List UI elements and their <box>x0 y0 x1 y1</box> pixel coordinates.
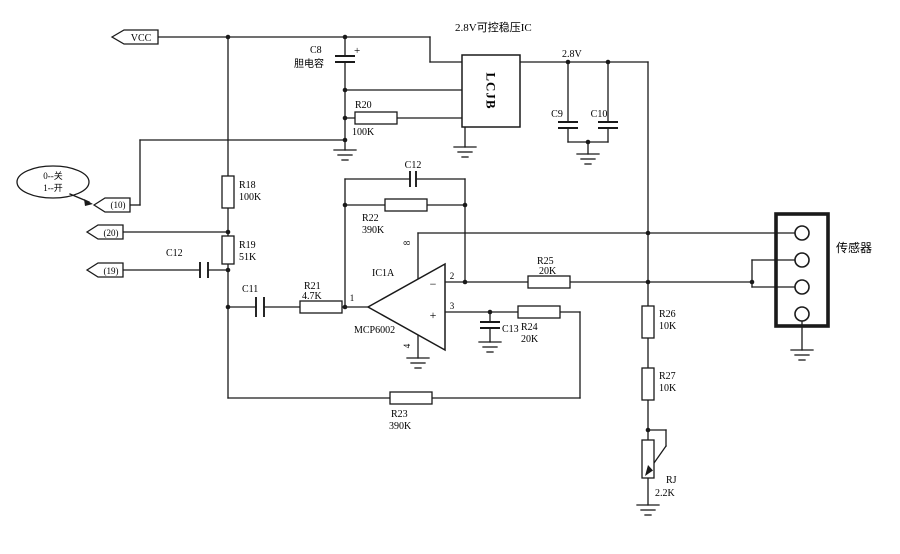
opamp-triangle <box>366 262 446 352</box>
r21-ref-label: R21 <box>304 281 321 292</box>
r26-ref-label: R26 <box>659 309 676 320</box>
connector-flag-10 <box>92 197 131 213</box>
opamp-pin8-label: 8 <box>402 240 412 245</box>
regulator-lcjb-box <box>461 54 521 128</box>
opamp-pin4-label: 4 <box>402 343 412 348</box>
connector-19-label: (19) <box>104 266 119 276</box>
connector-10-label: (10) <box>111 200 126 210</box>
c8-polarity-label: + <box>354 45 360 57</box>
opamp-pin3-label: 3 <box>450 301 455 311</box>
ground-divider <box>636 504 660 516</box>
c13-ref-label: C13 <box>502 324 519 335</box>
resistor-r22 <box>384 198 428 212</box>
capacitor-c12-top <box>409 171 417 187</box>
opamp-noninverting-sign: + <box>430 308 437 322</box>
capacitor-c11 <box>255 297 265 317</box>
r25-ref-label: R25 <box>537 256 554 267</box>
r24-ref-label: R24 <box>521 322 538 333</box>
connector-20-label: (20) <box>104 228 119 238</box>
resistor-r20 <box>354 111 398 125</box>
resistor-r21 <box>299 300 343 314</box>
resistor-r27 <box>641 367 655 401</box>
resistor-r25 <box>527 275 571 289</box>
c11-ref-label: C11 <box>242 284 258 295</box>
c8-ref-label: C8 <box>310 45 322 56</box>
r23-ref-label: R23 <box>391 409 408 420</box>
r18-value-label: 100K <box>239 192 262 203</box>
annotation-arrowhead <box>84 199 93 206</box>
ground-sensor <box>790 349 814 361</box>
ground-opamp-pin4 <box>406 357 430 369</box>
r22-value-label: 390K <box>362 225 385 236</box>
sensor-pin-3 <box>794 279 810 295</box>
opamp-inverting-sign: − <box>430 277 437 291</box>
rail-voltage-label: 2.8V <box>562 49 583 60</box>
r27-ref-label: R27 <box>659 371 676 382</box>
annotation-line2: 1--开 <box>43 183 63 193</box>
resistor-r26 <box>641 305 655 339</box>
resistor-r18 <box>221 175 235 209</box>
opamp-part-label: MCP6002 <box>354 325 395 336</box>
r20-value-label: 100K <box>352 127 375 138</box>
ground-c8-node <box>333 149 357 161</box>
opamp-pin2-label: 2 <box>450 271 455 281</box>
r23-value-label: 390K <box>389 421 412 432</box>
rj-ref-label: RJ <box>666 475 677 486</box>
connector-flag-19 <box>85 262 124 278</box>
r19-ref-label: R19 <box>239 240 256 251</box>
sensor-label: 传感器 <box>836 240 872 255</box>
c8-note-label: 胆电容 <box>294 57 324 70</box>
components <box>16 29 830 516</box>
annotation-balloon <box>16 165 93 206</box>
potentiometer-arrowhead <box>645 465 653 476</box>
vcc-label: VCC <box>131 33 152 44</box>
sensor-connector <box>774 212 830 328</box>
c9-ref-label: C9 <box>551 109 563 120</box>
sensor-pin-4 <box>794 306 810 322</box>
resistor-r19 <box>221 235 235 265</box>
ground-filter-caps <box>576 153 600 165</box>
capacitor-c9 <box>558 121 578 129</box>
connector-flag-20 <box>85 224 124 240</box>
potentiometer-rj <box>641 439 655 479</box>
sensor-pin-1 <box>794 225 810 241</box>
capacitor-c13 <box>480 321 500 329</box>
c12-left-ref-label: C12 <box>166 248 183 259</box>
sensor-pin-2 <box>794 252 810 268</box>
r24-value-label: 20K <box>521 334 539 345</box>
c10-ref-label: C10 <box>591 109 608 120</box>
r21-value-label: 4.7K <box>302 291 323 302</box>
rj-value-label: 2.2K <box>655 488 676 499</box>
r25-value-label: 20K <box>539 266 557 277</box>
r22-ref-label: R22 <box>362 213 379 224</box>
r27-value-label: 10K <box>659 383 677 394</box>
regulator-title: 2.8V可控稳压IC <box>455 20 532 34</box>
opamp-pin1-label: 1 <box>350 293 355 303</box>
r26-value-label: 10K <box>659 321 677 332</box>
capacitor-c10 <box>598 121 618 129</box>
ground-c13 <box>478 341 502 353</box>
r18-ref-label: R18 <box>239 180 256 191</box>
resistor-r24 <box>517 305 561 319</box>
resistor-r23 <box>389 391 433 405</box>
r20-ref-label: R20 <box>355 100 372 111</box>
c12-top-ref-label: C12 <box>405 160 422 171</box>
vcc-flag <box>110 29 159 45</box>
labels: VCC 2.8V可控稳压IC C8 胆电容 + R20 100K LCJB 2.… <box>43 20 872 499</box>
capacitor-c8 <box>335 55 355 63</box>
capacitor-c12-left <box>199 262 209 278</box>
annotation-line1: 0--关 <box>43 170 63 181</box>
regulator-name-label: LCJB <box>484 72 499 109</box>
ground-regulator <box>453 146 477 158</box>
opamp-ref-label: IC1A <box>372 268 395 279</box>
junction-dots <box>225 34 755 433</box>
r19-value-label: 51K <box>239 252 257 263</box>
